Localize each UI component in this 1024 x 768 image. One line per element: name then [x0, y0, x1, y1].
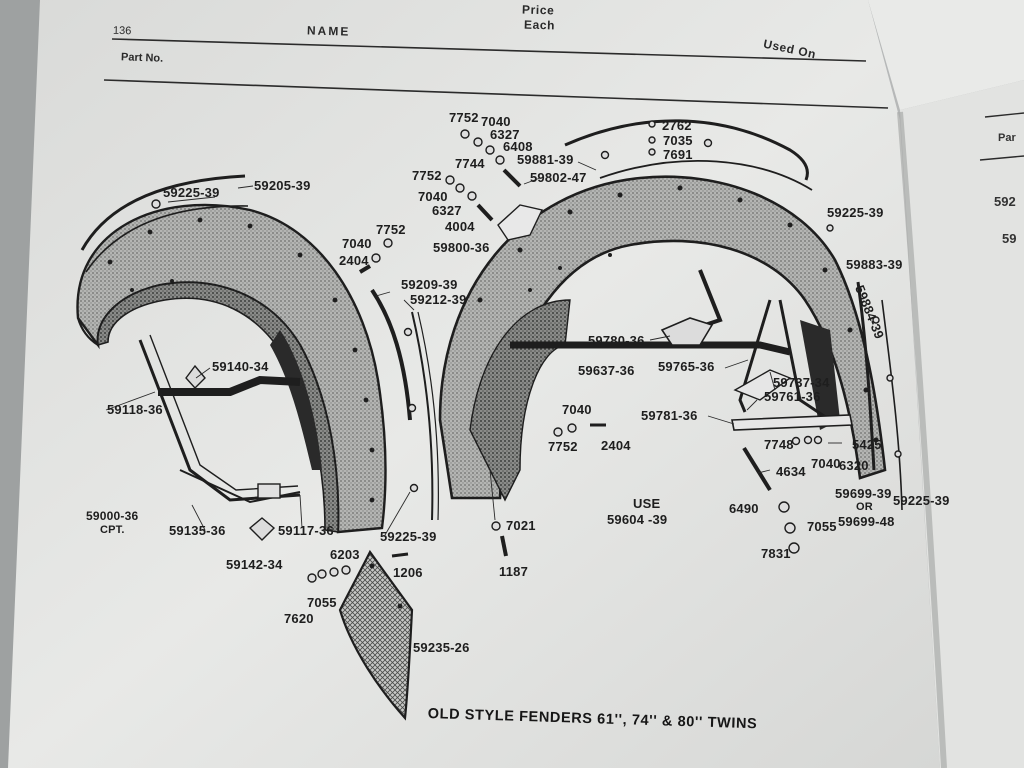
right-page-row-1: 592	[994, 194, 1016, 209]
part-label: OR	[856, 501, 873, 513]
part-label: 7691	[663, 147, 693, 162]
part-label: 59118-36	[107, 402, 163, 417]
part-label: 1187	[499, 564, 529, 579]
part-label: 6203	[330, 547, 360, 562]
part-label: 7748	[764, 437, 794, 452]
part-label: 59142-34	[226, 557, 283, 572]
rear-fender-right	[438, 175, 887, 502]
part-label: 59761-36	[764, 389, 821, 404]
part-label: 1206	[393, 565, 423, 580]
part-label: 59699-39	[835, 486, 892, 501]
part-label: 2762	[662, 118, 692, 133]
part-label: 7752	[449, 110, 479, 125]
part-label: 7752	[376, 222, 406, 237]
part-label: 59781-36	[641, 408, 698, 423]
part-label: 7055	[307, 595, 337, 610]
part-label: 6320	[839, 458, 869, 473]
part-label: USE	[633, 496, 661, 511]
part-label: 59140-34	[212, 359, 269, 374]
part-label: 59225-39	[163, 185, 220, 200]
part-label: 7040	[342, 236, 372, 251]
part-label: 59780-36	[588, 333, 645, 348]
part-label: 59800-36	[433, 240, 490, 255]
right-page-header-fragment: Par	[998, 132, 1016, 144]
part-label: 7620	[284, 611, 314, 626]
part-label: 6408	[503, 139, 533, 154]
part-label: 7055	[807, 519, 837, 534]
part-label: 2404	[601, 438, 631, 453]
fender-trim-strips-left	[80, 174, 439, 521]
part-label: 59209-39	[401, 277, 458, 292]
part-label: 7040	[811, 456, 841, 471]
part-label: 7752	[548, 439, 578, 454]
part-label: 59881-39	[517, 152, 574, 167]
hardware-fasteners	[151, 120, 902, 583]
part-label: 2404	[339, 253, 369, 268]
right-page-row-2: 59	[1002, 231, 1017, 246]
part-label: 59225-39	[380, 529, 437, 544]
part-label: 59000-36	[86, 509, 139, 523]
part-label: 7831	[761, 546, 791, 561]
part-label: 59637-36	[578, 363, 635, 378]
part-label: 7752	[412, 168, 442, 183]
part-label: 7040	[418, 189, 448, 204]
part-label: 59604 -39	[607, 512, 668, 527]
part-label: 59737-34	[773, 375, 830, 390]
part-label: 59225-39	[893, 493, 950, 508]
part-label: 4004	[445, 219, 475, 234]
part-label: 59135-36	[169, 523, 226, 538]
part-label: 7035	[663, 133, 693, 148]
part-label: 59225-39	[827, 205, 884, 220]
part-label: 7040	[481, 114, 511, 129]
part-label: 59802-47	[530, 170, 587, 185]
fender-trim-strips-right	[564, 119, 903, 511]
part-label: 59765-36	[658, 359, 715, 374]
mud-flap	[338, 549, 414, 721]
column-header-each: Each	[523, 17, 556, 33]
part-label: 6327	[490, 127, 520, 142]
part-label: 7744	[455, 156, 485, 171]
page-number: 136	[112, 24, 132, 38]
part-label: 59235-26	[413, 640, 470, 655]
part-label: 59699-48	[838, 514, 895, 529]
part-label: 7040	[562, 402, 592, 417]
column-header-price: Price	[521, 2, 555, 18]
part-label: 59117-36	[278, 523, 334, 538]
column-header-part-no: Part No.	[120, 51, 164, 65]
part-label: 7021	[506, 518, 536, 533]
part-label: 6327	[432, 203, 462, 218]
part-label: 4634	[776, 464, 806, 479]
part-label: 59883-39	[846, 257, 903, 272]
part-label: 59205-39	[254, 178, 311, 193]
part-label: 59212-39	[410, 292, 467, 307]
part-label: CPT.	[100, 524, 125, 536]
leader-lines	[105, 161, 842, 536]
part-label: 5425	[852, 437, 882, 452]
part-label: 6490	[729, 501, 759, 516]
column-header-name: NAME	[306, 23, 351, 39]
